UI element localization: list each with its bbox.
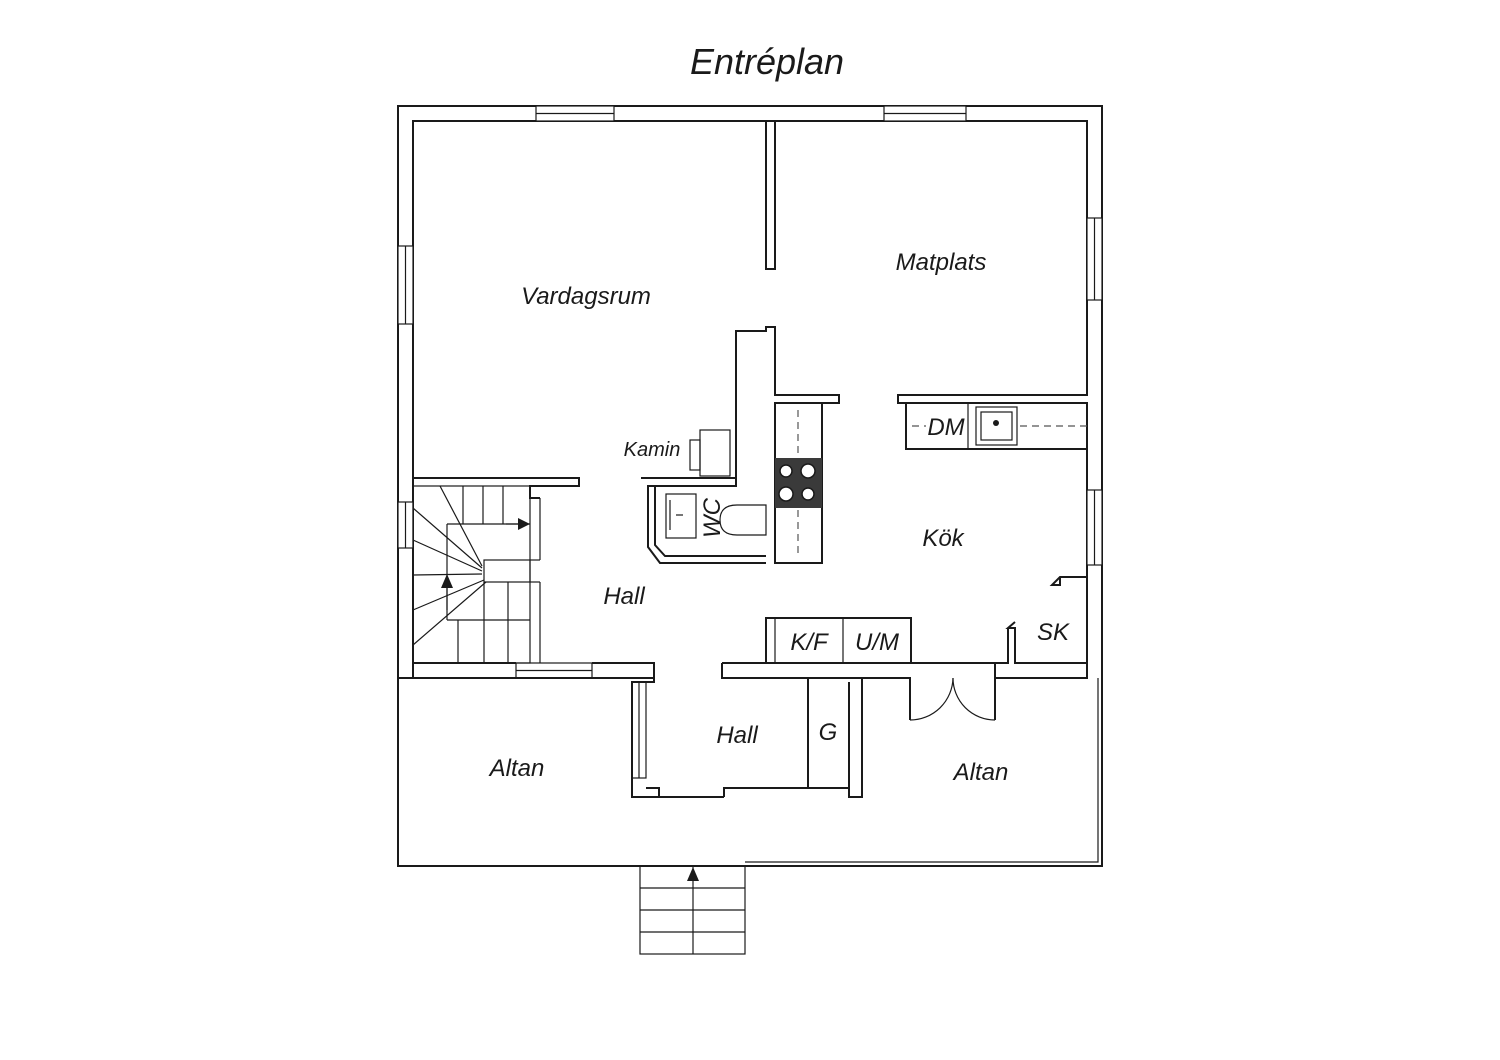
label-dm: DM — [927, 414, 964, 441]
sk-closet — [1049, 576, 1087, 586]
label-hall-main: Hall — [603, 583, 645, 610]
outer-walls — [397, 105, 1103, 678]
stair-arrow-right-icon — [518, 518, 530, 530]
kitchen-counter — [905, 402, 1088, 450]
stair-arrow-up-icon — [441, 574, 453, 588]
staircase — [412, 485, 541, 664]
kitchen-island — [774, 402, 823, 564]
wc-area — [641, 477, 767, 564]
label-vardagsrum: Vardagsrum — [521, 283, 651, 310]
partition-wall — [765, 120, 776, 270]
south-walls — [398, 628, 1088, 798]
stair-top-wall — [413, 477, 580, 499]
label-altan-right: Altan — [952, 759, 1009, 786]
windows — [397, 105, 1103, 779]
label-matplats: Matplats — [896, 249, 987, 276]
label-kf: K/F — [790, 629, 829, 656]
plan-title: Entréplan — [690, 41, 844, 82]
label-g: G — [819, 719, 838, 746]
sink-icon — [975, 406, 1018, 446]
chimney-wall — [735, 326, 840, 478]
label-kok: Kök — [922, 525, 965, 552]
label-kamin: Kamin — [624, 439, 681, 461]
label-hall-entry: Hall — [716, 722, 758, 749]
label-altan-left: Altan — [488, 755, 545, 782]
label-sk: SK — [1037, 619, 1070, 646]
entrance-arrow-icon — [687, 867, 699, 881]
label-um: U/M — [855, 629, 899, 656]
fireplace — [689, 429, 731, 477]
front-steps — [639, 865, 746, 955]
double-door — [909, 677, 996, 721]
label-wc: WC — [699, 497, 726, 538]
